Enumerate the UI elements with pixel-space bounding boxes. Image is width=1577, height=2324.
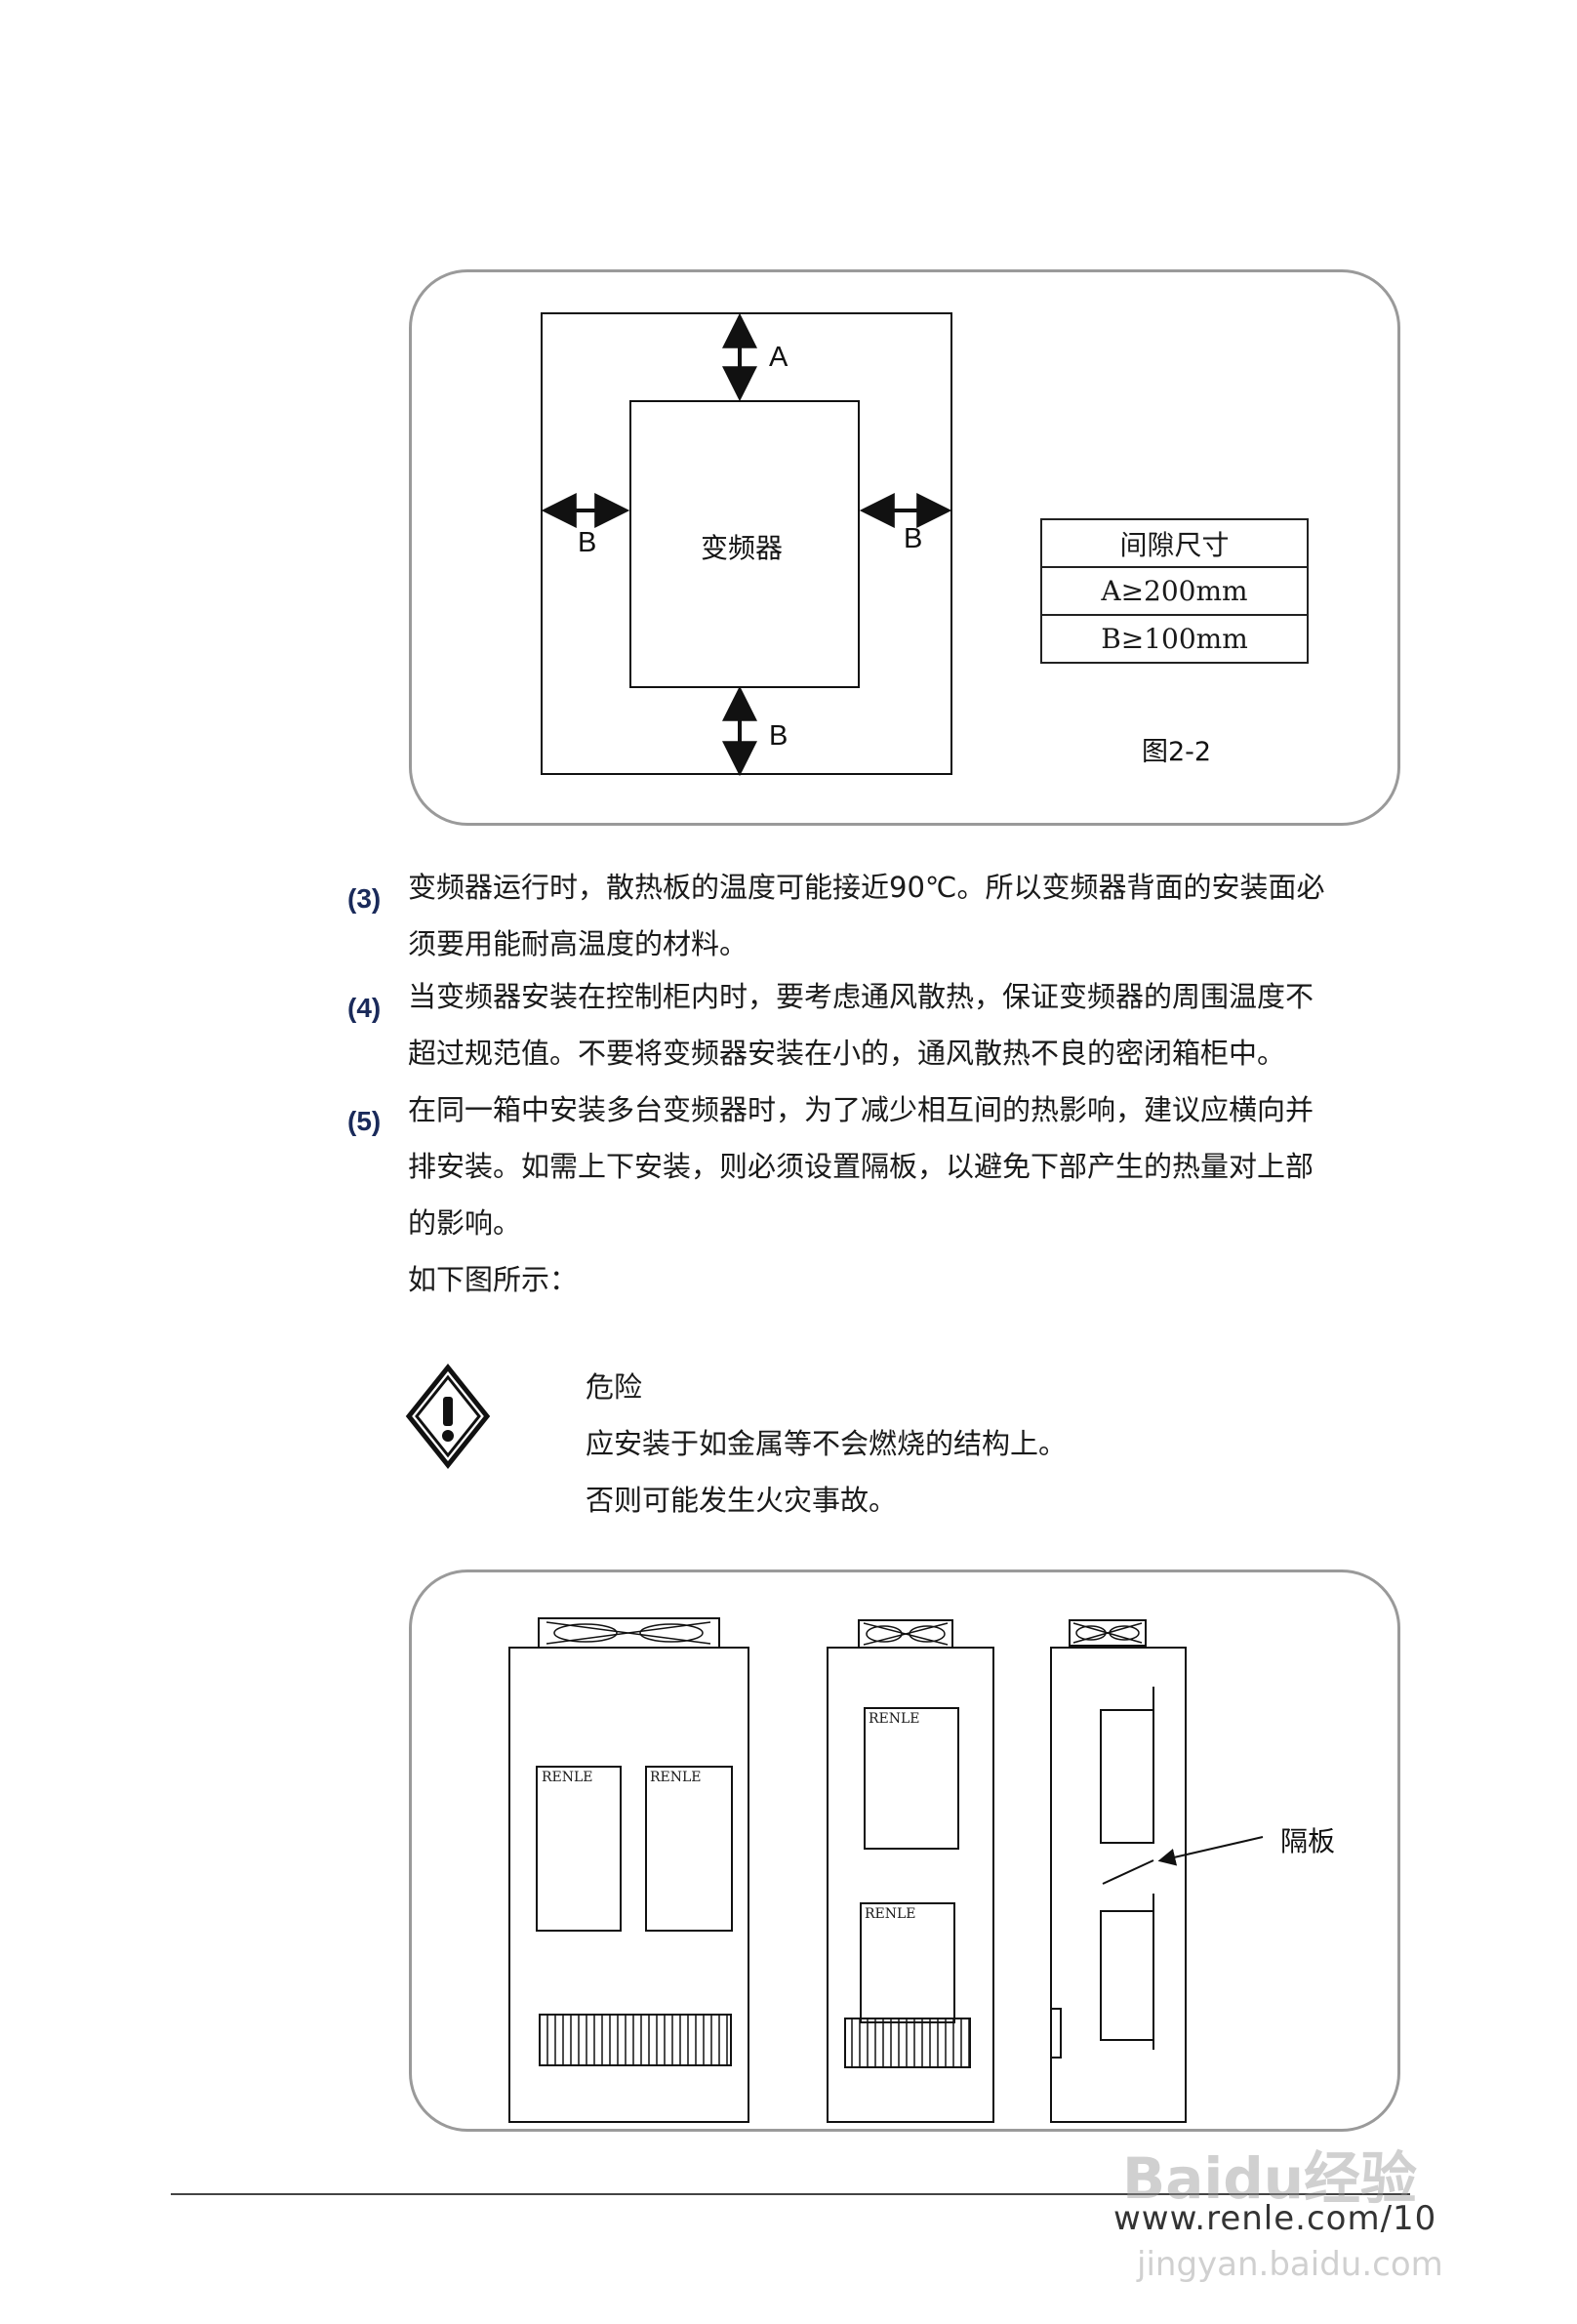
- warning-block: 危险 应安装于如金属等不会燃烧的结构上。 否则可能发生火灾事故。: [586, 1359, 1067, 1529]
- label-b-right: B: [904, 523, 923, 554]
- cabinet-body: [508, 1647, 749, 2123]
- paragraph-3: (3) 变频器运行时，散热板的温度可能接近90℃。所以变频器背面的安装面必 须要…: [347, 859, 1401, 972]
- warning-line-2: 否则可能发生火灾事故。: [586, 1484, 898, 1517]
- danger-diamond-icon: [405, 1364, 491, 1469]
- para-line: 变频器运行时，散热板的温度可能接近90℃。所以变频器背面的安装面必: [408, 871, 1325, 904]
- watermark-brand: Baidu经验: [1122, 2145, 1418, 2212]
- label-a: A: [769, 342, 788, 373]
- para-line: 在同一箱中安装多台变频器时，为了减少相互间的热影响，建议应横向并: [408, 1093, 1314, 1126]
- item-number: (3): [347, 883, 382, 914]
- para-line: 须要用能耐高温度的材料。: [408, 927, 748, 960]
- fan-icon: [863, 1622, 949, 1646]
- device-label: 变频器: [701, 532, 784, 564]
- cabinet-side-view: [1050, 1619, 1264, 2123]
- inverter-box: [864, 1707, 959, 1850]
- inverter-box: [536, 1766, 622, 1932]
- table-row-b: B≥100mm: [1040, 614, 1309, 664]
- inverter-box: [645, 1766, 733, 1932]
- para-line: 排安装。如需上下安装，则必须设置隔板，以避免下部产生的热量对上部: [408, 1150, 1314, 1183]
- brand-label-4: RENLE: [865, 1906, 916, 1922]
- brand-label-1: RENLE: [542, 1770, 593, 1785]
- vent-grille: [844, 2018, 971, 2068]
- label-b-left: B: [578, 527, 597, 558]
- paragraph-5: (5) 在同一箱中安装多台变频器时，为了减少相互间的热影响，建议应横向并 排安装…: [347, 1081, 1401, 1308]
- item-number: (4): [347, 993, 382, 1023]
- cabinet-stacked: [827, 1619, 994, 2123]
- figure-frame-top: [409, 269, 1400, 826]
- partition-label: 隔板: [1280, 1825, 1336, 1857]
- vent-grille: [539, 2014, 732, 2066]
- fan-icon: [546, 1621, 711, 1645]
- inverter-side: [1100, 1709, 1154, 1844]
- fan-icon: [1072, 1622, 1143, 1644]
- brand-label-2: RENLE: [650, 1770, 702, 1785]
- partition-plate: [1102, 1859, 1154, 1885]
- paragraph-4: (4) 当变频器安装在控制柜内时，要考虑通风散热，保证变频器的周围温度不 超过规…: [347, 968, 1401, 1081]
- para-line: 当变频器安装在控制柜内时，要考虑通风散热，保证变频器的周围温度不: [408, 980, 1314, 1013]
- warning-title: 危险: [586, 1370, 643, 1404]
- clearance-diagram: [541, 312, 952, 777]
- para-line: 的影响。: [408, 1206, 522, 1240]
- cabinet-side-by-side: [508, 1617, 749, 2123]
- clearance-table: 间隙尺寸 A≥200mm B≥100mm: [1040, 518, 1309, 664]
- table-header: 间隙尺寸: [1040, 518, 1309, 568]
- label-b-bottom: B: [769, 720, 788, 752]
- cabinet-body: [1050, 1647, 1187, 2123]
- figure-caption: 图2-2: [1142, 737, 1212, 767]
- cabinet-diagram: [508, 1617, 1264, 2123]
- para-line: 超过规范值。不要将变频器安装在小的，通风散热不良的密闭箱柜中。: [408, 1037, 1286, 1070]
- brand-label-3: RENLE: [869, 1711, 920, 1727]
- warning-line-1: 应安装于如金属等不会燃烧的结构上。: [586, 1427, 1068, 1460]
- footer-divider: [171, 2193, 1410, 2195]
- handle: [1050, 2008, 1062, 2059]
- item-number: (5): [347, 1106, 382, 1136]
- inverter-side: [1100, 1910, 1154, 2041]
- partition-pointer: [1157, 1836, 1264, 1866]
- table-row-a: A≥200mm: [1040, 566, 1309, 616]
- watermark-site: jingyan.baidu.com: [1137, 2245, 1443, 2284]
- fan-housing: [1069, 1619, 1147, 1647]
- cabinet-body: [827, 1647, 994, 2123]
- para-line: 如下图所示：: [408, 1263, 579, 1296]
- figure-frame-bottom: [409, 1570, 1400, 2132]
- footer-page-url: www.renle.com/10: [1113, 2199, 1437, 2238]
